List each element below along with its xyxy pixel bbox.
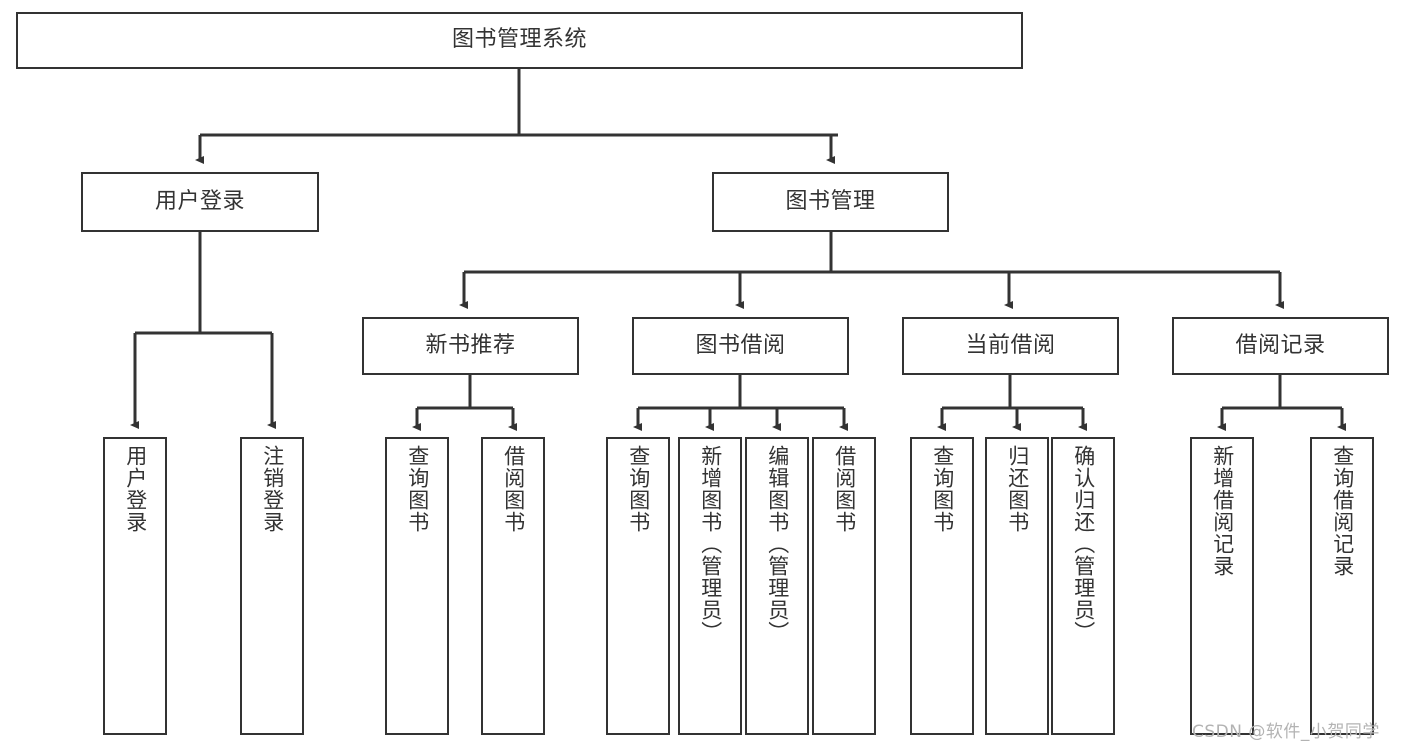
node-new-book-rec-label: 新书推荐 — [425, 332, 516, 358]
node-leaf-edit-book-label: 编辑图书（管理员） — [765, 445, 790, 643]
node-book-borrow-label: 图书借阅 — [695, 332, 786, 358]
node-borrow-record[interactable]: 借阅记录 — [1172, 317, 1389, 375]
node-leaf-add-record-label: 新增借阅记录 — [1210, 445, 1235, 577]
node-leaf-user-logout[interactable]: 注销登录 — [240, 437, 304, 735]
node-leaf-add-record[interactable]: 新增借阅记录 — [1190, 437, 1254, 735]
node-root[interactable]: 图书管理系统 — [16, 12, 1023, 69]
node-book-manage-label: 图书管理 — [785, 188, 876, 214]
node-current-borrow-label: 当前借阅 — [965, 332, 1056, 358]
node-leaf-query-book-2-label: 查询图书 — [626, 445, 651, 533]
node-leaf-confirm-return[interactable]: 确认归还（管理员） — [1051, 437, 1115, 735]
node-current-borrow[interactable]: 当前借阅 — [902, 317, 1119, 375]
node-leaf-user-login-label: 用户登录 — [123, 445, 148, 533]
node-new-book-rec[interactable]: 新书推荐 — [362, 317, 579, 375]
node-leaf-user-logout-label: 注销登录 — [260, 445, 285, 533]
node-leaf-return-book-label: 归还图书 — [1005, 445, 1030, 533]
node-leaf-add-book[interactable]: 新增图书（管理员） — [678, 437, 742, 735]
node-leaf-user-login[interactable]: 用户登录 — [103, 437, 167, 735]
node-leaf-borrow-book-1[interactable]: 借阅图书 — [481, 437, 545, 735]
node-leaf-borrow-book-1-label: 借阅图书 — [501, 445, 526, 533]
node-leaf-query-book-1[interactable]: 查询图书 — [385, 437, 449, 735]
node-user-login[interactable]: 用户登录 — [81, 172, 319, 232]
node-leaf-add-book-label: 新增图书（管理员） — [698, 445, 723, 643]
node-book-borrow[interactable]: 图书借阅 — [632, 317, 849, 375]
node-leaf-borrow-book-2-label: 借阅图书 — [832, 445, 857, 533]
node-leaf-query-book-3-label: 查询图书 — [930, 445, 955, 533]
node-book-manage[interactable]: 图书管理 — [712, 172, 949, 232]
node-leaf-query-book-1-label: 查询图书 — [405, 445, 430, 533]
node-leaf-confirm-return-label: 确认归还（管理员） — [1071, 445, 1096, 643]
node-user-login-label: 用户登录 — [154, 188, 245, 214]
node-borrow-record-label: 借阅记录 — [1235, 332, 1326, 358]
node-leaf-query-record-label: 查询借阅记录 — [1330, 445, 1355, 577]
node-leaf-edit-book[interactable]: 编辑图书（管理员） — [745, 437, 809, 735]
node-leaf-query-book-2[interactable]: 查询图书 — [606, 437, 670, 735]
node-leaf-borrow-book-2[interactable]: 借阅图书 — [812, 437, 876, 735]
node-root-label: 图书管理系统 — [451, 27, 587, 53]
node-leaf-return-book[interactable]: 归还图书 — [985, 437, 1049, 735]
watermark: CSDN @软件_小贺同学 — [1192, 722, 1380, 742]
node-leaf-query-book-3[interactable]: 查询图书 — [910, 437, 974, 735]
node-leaf-query-record[interactable]: 查询借阅记录 — [1310, 437, 1374, 735]
